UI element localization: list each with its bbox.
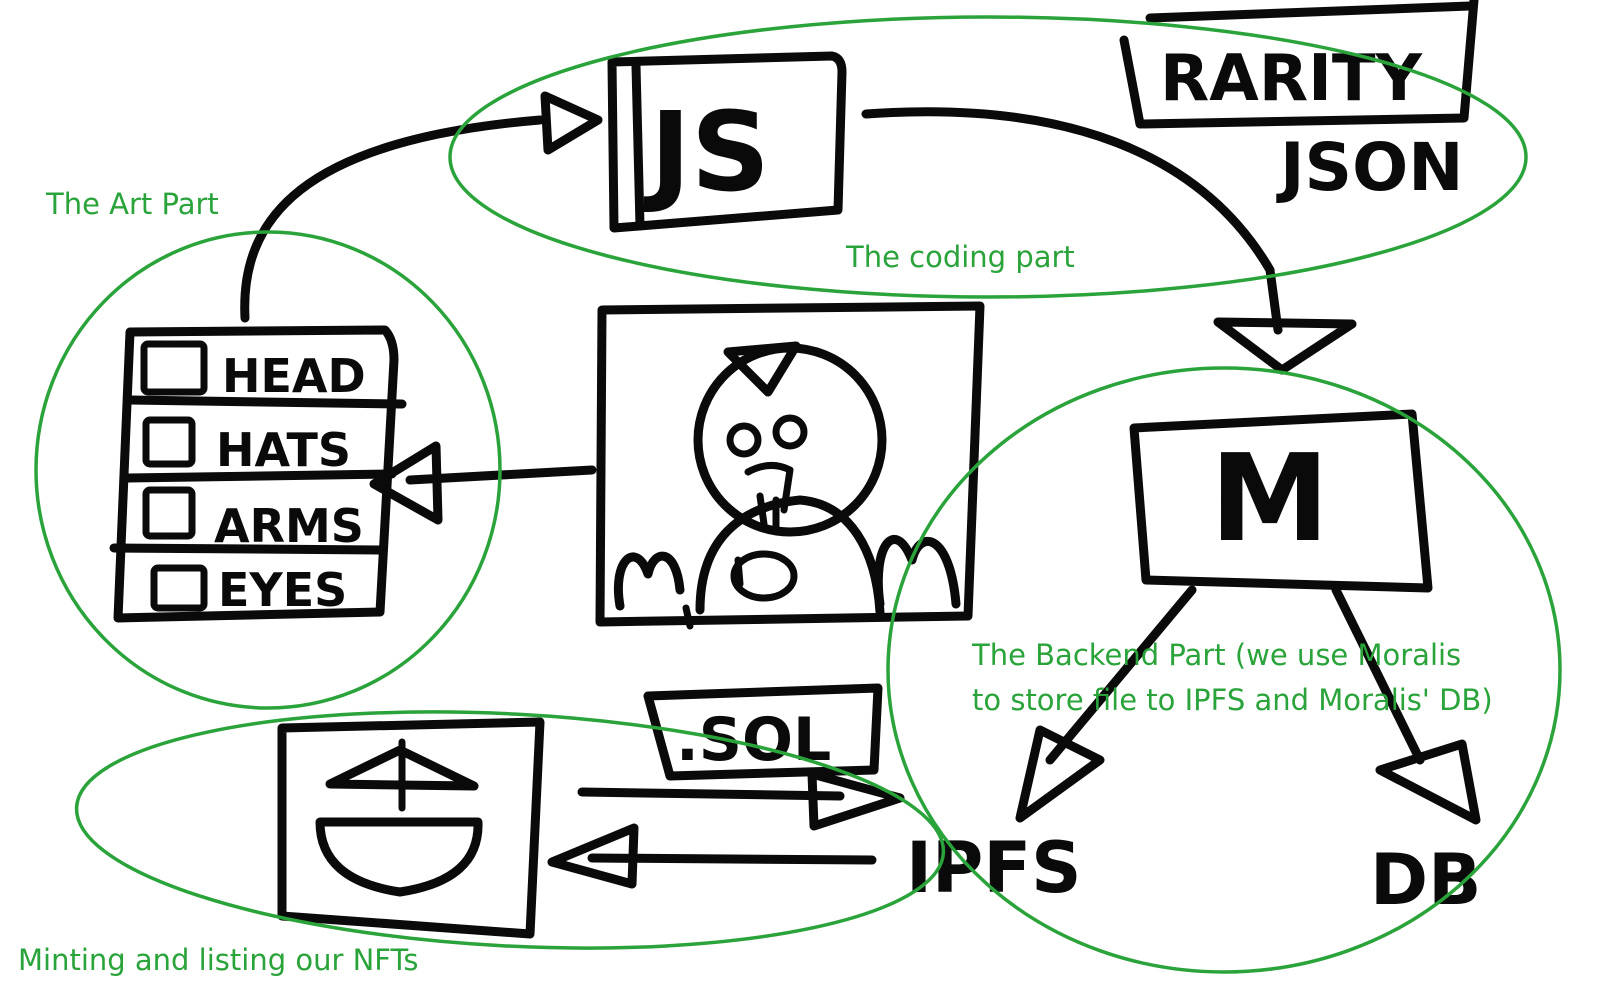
character-artwork — [595, 301, 985, 630]
layer-checkbox-hats — [142, 416, 196, 468]
json-label: JSON — [1276, 129, 1463, 206]
layer-checkbox-head — [140, 340, 208, 396]
ring-coding — [448, 15, 1528, 299]
arrow-wallet-to-ipfs — [577, 769, 905, 831]
layer-checkbox-arms — [142, 486, 196, 540]
rarity-node: RARITY JSON — [1119, 0, 1479, 206]
wallet-node — [277, 717, 545, 939]
ring-art — [34, 230, 502, 710]
ipfs-label: IPFS — [906, 827, 1082, 909]
annotation-backend-line-1: The Backend Part (we use Moralis — [972, 638, 1462, 672]
arrow-js-to-moralis — [861, 107, 1357, 375]
layer-label-arms: ARMS — [214, 499, 364, 553]
layer-label-eyes: EYES — [218, 563, 347, 617]
layers-list: HEAD HATS ARMS EYES — [109, 325, 407, 623]
ring-minting — [74, 710, 946, 950]
annotation-art-part: The Art Part — [46, 187, 219, 221]
annotation-coding-part: The coding part — [846, 240, 1075, 274]
arrow-moralis-to-db — [1331, 585, 1481, 825]
ring-backend — [886, 366, 1562, 974]
arrow-moralis-to-ipfs — [1015, 585, 1197, 823]
layer-checkbox-eyes — [150, 564, 208, 612]
arrow-art-to-js — [240, 91, 603, 323]
sol-contract-node: .SOL — [643, 683, 883, 781]
js-node: JS — [607, 51, 847, 233]
moralis-label: M — [1210, 430, 1329, 569]
sol-label: .SOL — [676, 705, 831, 775]
layer-label-hats: HATS — [216, 423, 351, 477]
layer-label-head: HEAD — [222, 349, 366, 403]
arrow-artwork-to-layers — [369, 441, 597, 525]
rarity-label: RARITY — [1160, 42, 1423, 116]
annotation-backend-line-2: to store file to IPFS and Moralis' DB) — [972, 683, 1493, 717]
js-label: JS — [643, 88, 770, 216]
annotation-minting: Minting and listing our NFTs — [18, 943, 419, 977]
moralis-node: M — [1129, 409, 1433, 593]
arrow-ipfs-to-wallet — [547, 823, 877, 889]
